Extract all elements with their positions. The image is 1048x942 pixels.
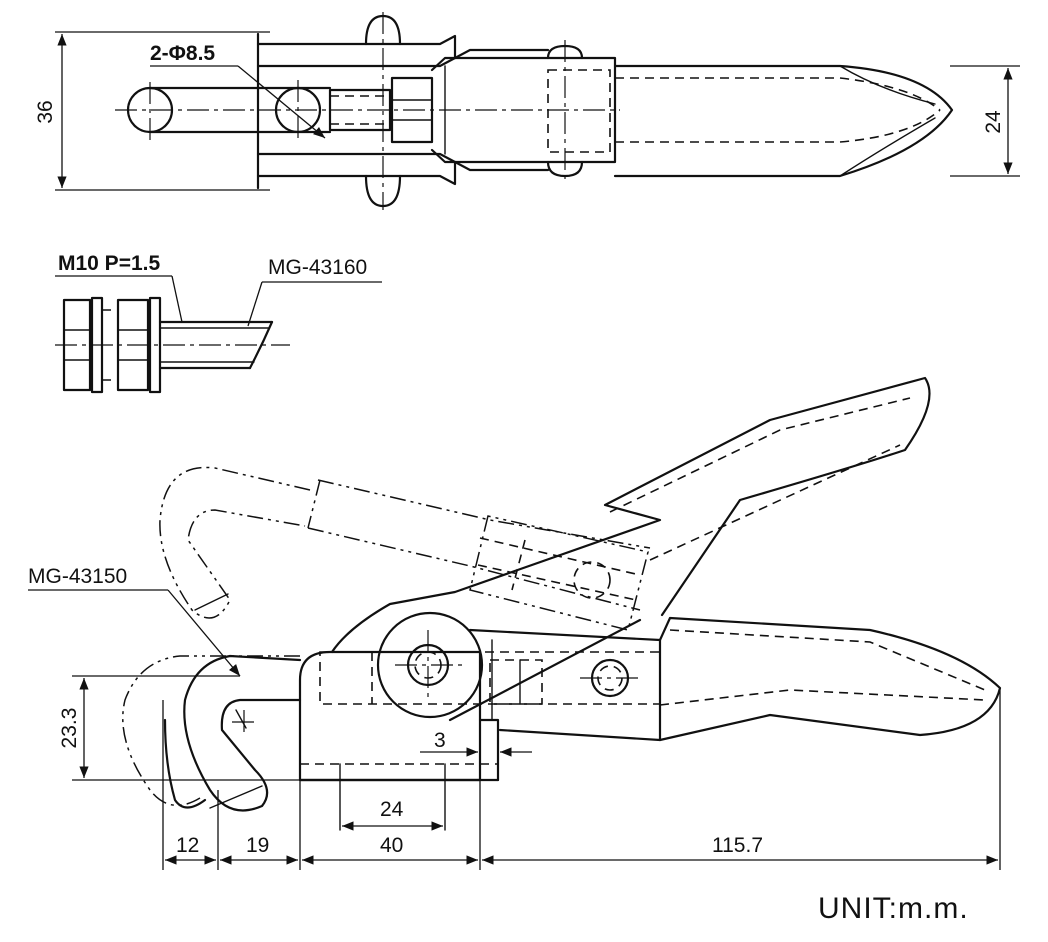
dim-36-label: 36 xyxy=(34,100,57,123)
unit-label: UNIT:m.m. xyxy=(818,892,969,925)
part-bolt-label: MG-43160 xyxy=(268,256,367,279)
dim-24-lower-label: 24 xyxy=(380,798,404,821)
top-view: 36 xyxy=(34,12,1020,210)
dim-12-label: 12 xyxy=(176,834,199,857)
thread-spec-label: M10 P=1.5 xyxy=(58,252,160,275)
side-view: MG-43150 23.3 3 24 12 19 40 115.7 xyxy=(28,376,1002,870)
hole-spec-label: 2-Φ8.5 xyxy=(150,42,215,65)
dim-24-handle-label: 24 xyxy=(982,110,1005,134)
dim-19-label: 19 xyxy=(246,834,269,857)
dim-40-label: 40 xyxy=(380,834,403,857)
dim-115-7-label: 115.7 xyxy=(712,834,763,857)
part-hook-label: MG-43150 xyxy=(28,565,127,588)
dim-3-label: 3 xyxy=(434,729,446,752)
bolt-detail: M10 P=1.5 MG-43160 xyxy=(55,252,382,394)
dim-23-3-label: 23.3 xyxy=(58,708,81,749)
